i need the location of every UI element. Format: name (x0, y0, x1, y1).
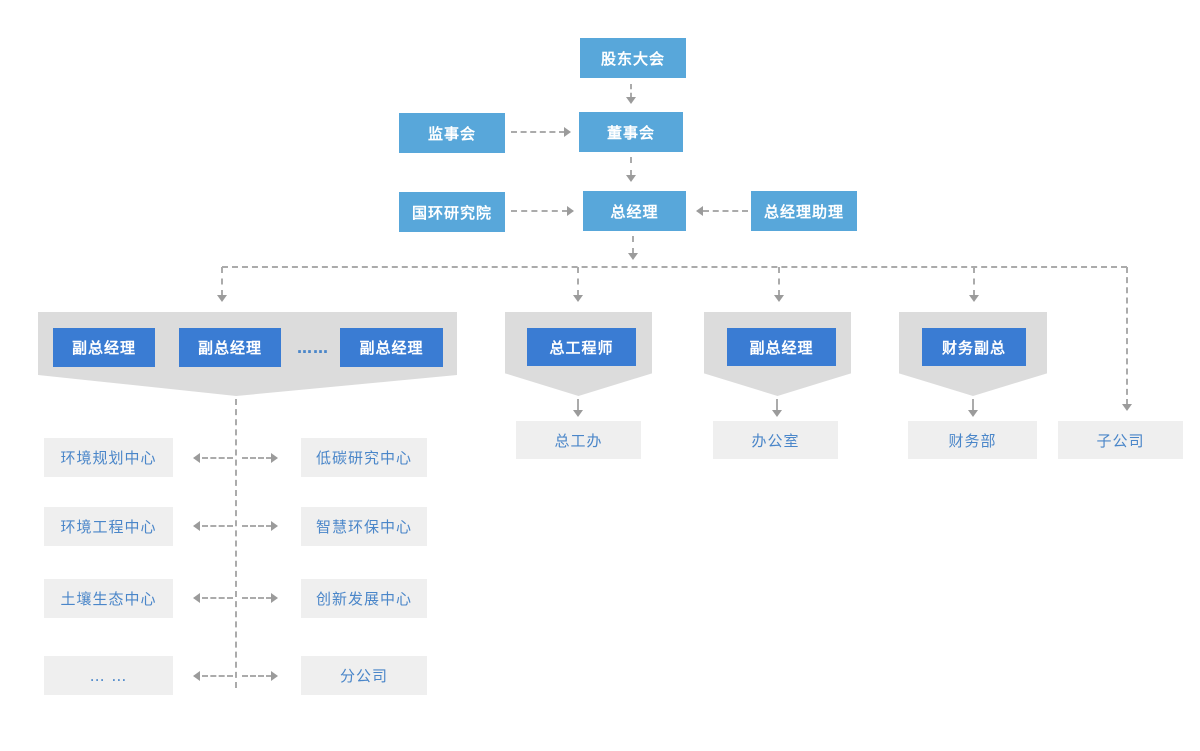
connector-research-gm (511, 210, 568, 212)
node-soil-ecology-center: 土壤生态中心 (44, 579, 173, 618)
connector-shareholders-board (630, 84, 632, 98)
connector-board-gm (630, 157, 632, 176)
node-board-of-directors: 董事会 (579, 112, 683, 152)
arrowhead-left-icon (193, 453, 200, 463)
arrowhead-left-icon (696, 206, 703, 216)
arrowhead-right-icon (271, 521, 278, 531)
arrowhead-down-icon (774, 295, 784, 302)
node-env-planning-center: 环境规划中心 (44, 438, 173, 477)
arrowhead-down-icon (573, 410, 583, 417)
node-innovation-dev-center: 创新发展中心 (301, 579, 427, 618)
connector-bus-finance-vp (973, 267, 975, 296)
connector-row2-left (202, 525, 233, 527)
connector-row3-left (202, 597, 233, 599)
node-branch-company: 分公司 (301, 656, 427, 695)
arrowhead-right-icon (271, 593, 278, 603)
connector-row1-right (242, 457, 272, 459)
node-finance-vp: 财务副总 (922, 328, 1026, 366)
connector-gm-bus (632, 236, 634, 254)
node-supervisory-board: 监事会 (399, 113, 505, 153)
arrowhead-down-icon (626, 175, 636, 182)
node-general-manager: 总经理 (583, 191, 686, 231)
connector-row4-left (202, 675, 233, 677)
node-lowcarbon-research-center: 低碳研究中心 (301, 438, 427, 477)
node-chief-engineer: 总工程师 (527, 328, 636, 366)
node-deputy-gm-2: 副总经理 (179, 328, 281, 367)
connector-distribution-bus (222, 266, 1127, 268)
connector-financevp-dept (972, 399, 974, 411)
arrowhead-right-icon (564, 127, 571, 137)
node-deputy-gm-admin: 副总经理 (727, 328, 836, 366)
connector-bus-chief-engineer (577, 267, 579, 296)
connector-centers-spine (235, 399, 237, 688)
arrowhead-down-icon (626, 97, 636, 104)
node-env-engineering-center: 环境工程中心 (44, 507, 173, 546)
arrowhead-down-icon (968, 410, 978, 417)
node-research-institute: 国环研究院 (399, 192, 505, 232)
connector-supervisory-board (511, 131, 565, 133)
node-subsidiary: 子公司 (1058, 421, 1183, 459)
connector-assistant-gm (703, 210, 748, 212)
node-shareholders-meeting: 股东大会 (580, 38, 686, 78)
arrowhead-left-icon (193, 593, 200, 603)
connector-bus-deputy-admin (778, 267, 780, 296)
node-gm-assistant: 总经理助理 (751, 191, 857, 231)
arrowhead-down-icon (969, 295, 979, 302)
arrowhead-down-icon (573, 295, 583, 302)
node-more-centers-ellipsis: … … (44, 656, 173, 695)
arrowhead-right-icon (567, 206, 574, 216)
node-admin-office: 办公室 (713, 421, 838, 459)
arrowhead-left-icon (193, 671, 200, 681)
connector-chiefengineer-office (577, 399, 579, 411)
arrowhead-left-icon (193, 521, 200, 531)
arrowhead-down-icon (628, 253, 638, 260)
connector-bus-subsidiary (1126, 267, 1128, 405)
connector-row4-right (242, 675, 272, 677)
arrowhead-down-icon (217, 295, 227, 302)
arrowhead-down-icon (772, 410, 782, 417)
connector-row3-right (242, 597, 272, 599)
connector-row1-left (202, 457, 233, 459)
deputy-gm-ellipsis: …… (297, 339, 329, 357)
arrowhead-right-icon (271, 453, 278, 463)
connector-deputy-office (776, 399, 778, 411)
node-chief-engineer-office: 总工办 (516, 421, 641, 459)
node-deputy-gm-3: 副总经理 (340, 328, 443, 367)
node-deputy-gm-1: 副总经理 (53, 328, 155, 367)
connector-row2-right (242, 525, 272, 527)
arrowhead-down-icon (1122, 404, 1132, 411)
node-finance-dept: 财务部 (908, 421, 1037, 459)
node-smart-envprotection-center: 智慧环保中心 (301, 507, 427, 546)
connector-bus-deputy-group (221, 267, 223, 296)
arrowhead-right-icon (271, 671, 278, 681)
